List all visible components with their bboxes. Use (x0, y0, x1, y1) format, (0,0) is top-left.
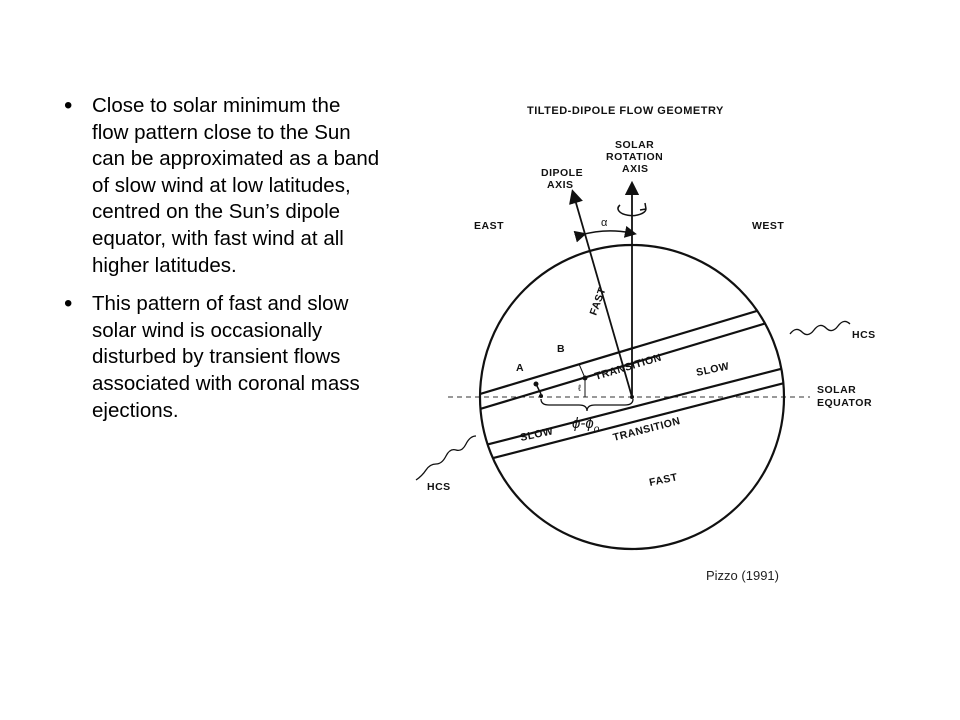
dipole-axis-label: DIPOLE AXIS (541, 167, 587, 191)
bullet-list: • Close to solar minimum the flow patter… (62, 92, 382, 436)
rotation-axis-label: SOLAR ROTATION AXIS (606, 139, 667, 175)
bullet-text: Close to solar minimum the flow pattern … (92, 94, 380, 277)
solar-equator-label: SOLAR EQUATOR (817, 384, 872, 409)
point-a-line (535, 383, 542, 395)
band-lines (480, 296, 784, 466)
west-label: WEST (752, 220, 784, 232)
bullet-item: • This pattern of fast and slow solar wi… (62, 291, 382, 424)
fast-bottom-label: FAST (648, 471, 679, 489)
east-label: EAST (474, 220, 504, 232)
bullet-dot: • (64, 290, 73, 318)
equator-point (539, 394, 543, 398)
diagram-title: TILTED-DIPOLE FLOW GEOMETRY (527, 105, 724, 117)
phi-brace (540, 398, 634, 412)
bullet-text: This pattern of fast and slow solar wind… (92, 292, 360, 422)
point-a-label: A (516, 362, 524, 374)
alpha-arc (573, 225, 637, 243)
bullet-dot: • (64, 92, 73, 119)
point-b-leader (578, 363, 586, 379)
band-line-lower-outer (480, 377, 784, 466)
rotation-arrow-icon (617, 204, 647, 217)
sun-center (630, 395, 634, 399)
point-b-label: B (557, 343, 565, 355)
phi-label: ϕ-ϕo (572, 415, 600, 435)
band-line-upper-inner (480, 311, 784, 414)
hcs-left-label: HCS (427, 481, 451, 493)
citation: Pizzo (1991) (706, 568, 779, 583)
slow-left-label: SLOW (519, 425, 554, 444)
alpha-label: α (601, 217, 608, 229)
band-line-upper-outer (480, 296, 784, 399)
hcs-right-label: HCS (852, 329, 876, 341)
rotation-arrowhead-icon (639, 202, 647, 211)
band-line-lower-inner (480, 362, 784, 451)
hcs-right-wave (789, 320, 851, 336)
fast-top-label: FAST (588, 286, 609, 317)
slow-right-label: SLOW (695, 360, 730, 379)
hcs-left-wave (415, 435, 477, 481)
bullet-item: • Close to solar minimum the flow patter… (62, 92, 382, 279)
l-label: ℓ (578, 383, 582, 393)
